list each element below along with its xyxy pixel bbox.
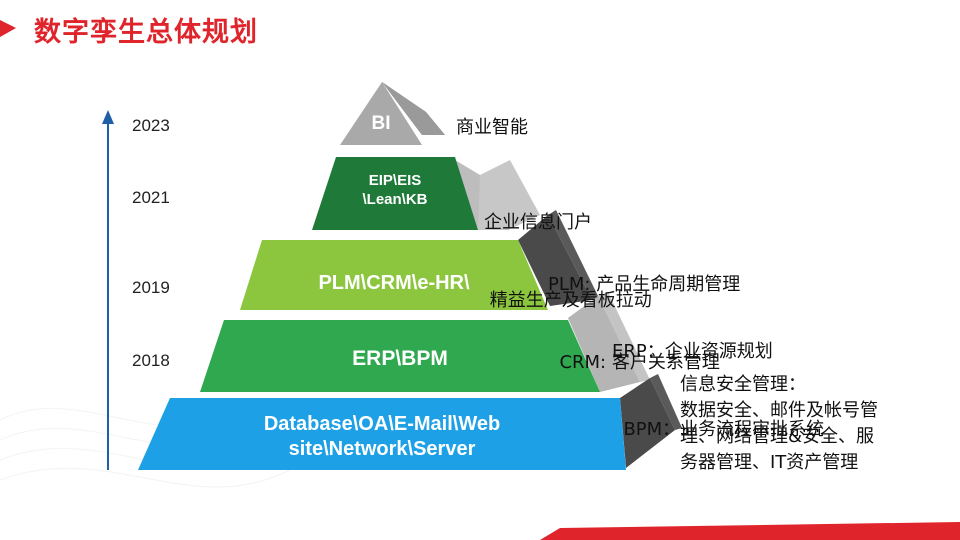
desc-line: ERP：企业资源规划 [612, 341, 773, 363]
layer-plm-desc: PLM: 产品生命周期管理 CRM: 客户关系管理 [548, 220, 740, 403]
page-title: 数字孪生总体规划 [34, 17, 258, 48]
desc-line: 企业信息门户 [484, 212, 592, 234]
desc-line: BPM：业务流程审批系统 [612, 419, 825, 441]
year-label: 2019 [132, 278, 170, 297]
desc-line: 数据安全、邮件及帐号管 [680, 400, 878, 422]
layer-erp [200, 320, 600, 392]
layer-label-line: EIP\EIS [368, 172, 422, 189]
year-label: 2018 [132, 351, 170, 370]
layer-bi-label: BI [340, 112, 422, 136]
desc-line: 务器管理、IT资产管理 [680, 452, 859, 474]
layer-label-line: BI [371, 113, 391, 134]
desc-line: 精益生产及看板拉动 [484, 290, 652, 312]
layer-eip [312, 157, 478, 230]
desc-line: CRM: 客户关系管理 [548, 352, 720, 374]
year-label: 2021 [132, 188, 170, 207]
desc-line: 理、网络管理&安全、服 [680, 426, 875, 448]
year-label: 2023 [132, 116, 170, 135]
desc-line: 商业智能 [456, 117, 528, 138]
timeline-arrow [102, 110, 114, 470]
layer-label-line: site\Network\Server [288, 438, 476, 460]
desc-line: PLM: 产品生命周期管理 [548, 274, 741, 296]
layer-eip-label: EIP\EIS \Lean\KB [312, 172, 478, 210]
layer-plm [240, 240, 548, 310]
layer-label-line: ERP\BPM [352, 347, 448, 370]
layer-label-line: PLM\CRM\e-HR\ [318, 272, 470, 294]
layer-eip-desc: 企业信息门户 精益生产及看板拉动 [484, 158, 652, 341]
layer-bi [340, 82, 422, 145]
pyramid-side-faces [382, 82, 682, 468]
desc-line: 信息安全管理： [680, 374, 806, 395]
layer-erp-desc: ERP：企业资源规划 BPM：业务流程审批系统 [612, 287, 824, 470]
bottom-accent-bar [540, 522, 960, 540]
layer-database-label: Database\OA\E-Mail\Web site\Network\Serv… [138, 412, 626, 462]
title-accent-chevron [0, 20, 16, 37]
layer-erp-label: ERP\BPM [200, 346, 600, 372]
layer-database [138, 398, 626, 470]
layer-label-line: \Lean\KB [362, 190, 428, 208]
layer-label-line: Database\OA\E-Mail\Web [263, 413, 501, 435]
layer-database-desc: 信息安全管理： 数据安全、邮件及帐号管 理、网络管理&安全、服 务器管理、IT资… [680, 372, 878, 476]
layer-plm-label: PLM\CRM\e-HR\ [240, 271, 548, 296]
layer-bi-desc: 商业智能 [456, 115, 528, 141]
